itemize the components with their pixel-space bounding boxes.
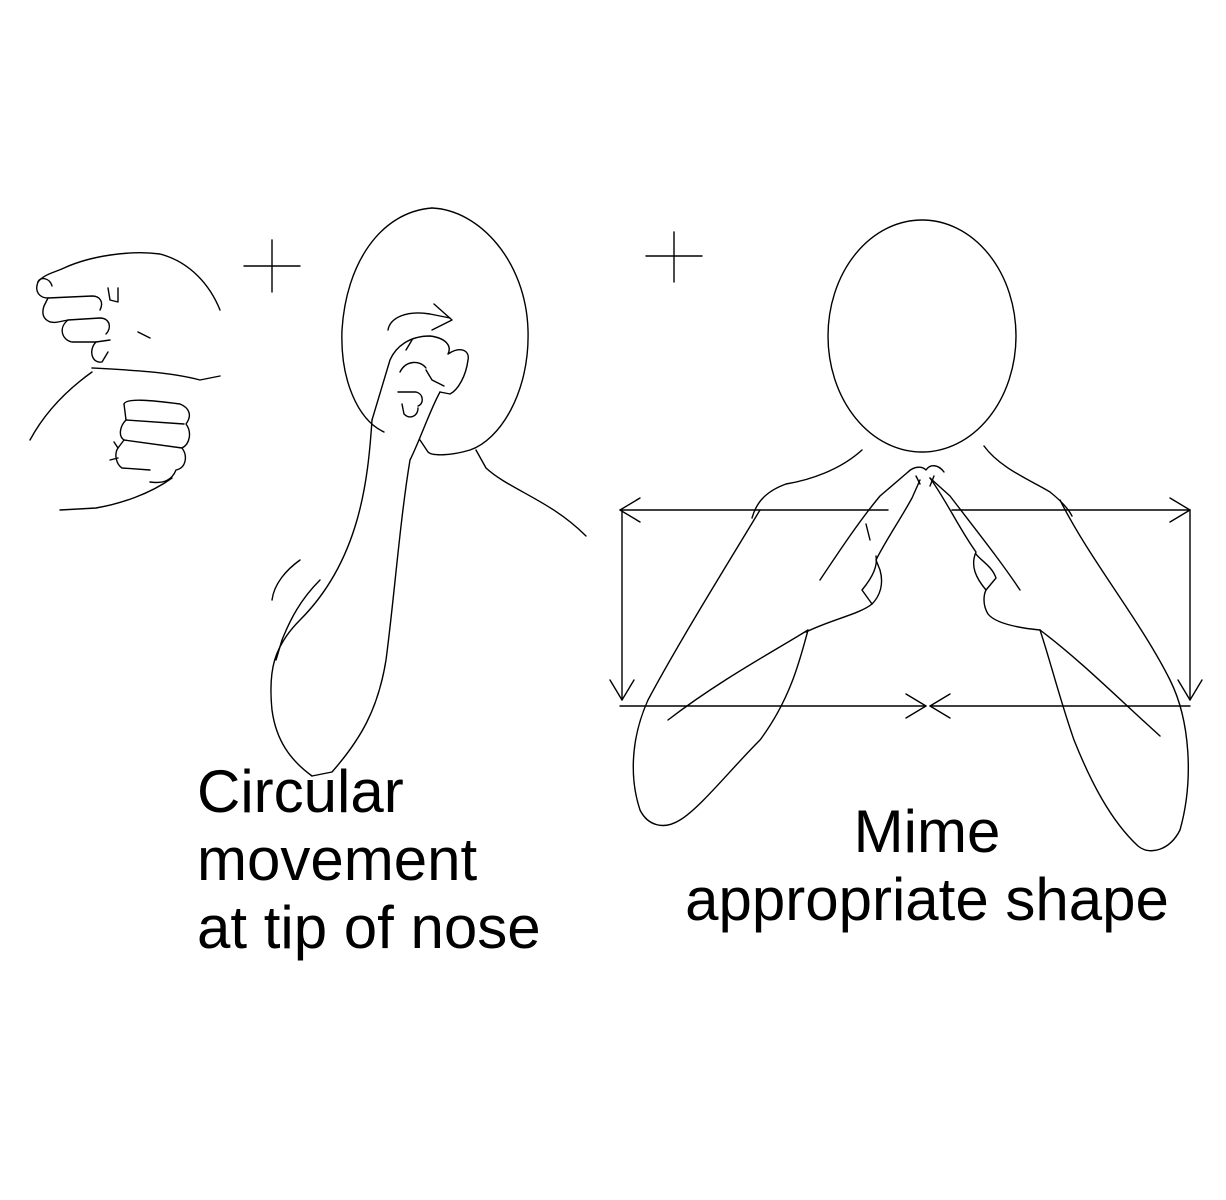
caption-right-line2: appropriate shape — [685, 866, 1169, 933]
right-arm — [1039, 499, 1189, 852]
upper-fist — [37, 252, 221, 311]
caption-circular-movement: Circular movement at tip of nose — [197, 758, 541, 962]
nose-sign-figure — [270, 207, 587, 777]
cross-marker-left — [243, 239, 301, 293]
upper-wrist — [91, 367, 221, 381]
forearm — [270, 419, 373, 777]
cross-marker-right — [645, 231, 703, 283]
caption-right-line1: Mime — [853, 798, 1001, 865]
left-arm — [632, 509, 809, 827]
head-outline — [419, 207, 529, 456]
head-outline-right — [827, 219, 1017, 453]
fist-at-nose — [371, 335, 469, 421]
mime-shape-figure — [609, 219, 1203, 852]
lower-fist — [29, 371, 93, 441]
caption-left-line2: movement — [197, 826, 478, 893]
caption-left-line1: Circular — [197, 758, 404, 825]
caption-mime-shape: Mime appropriate shape — [642, 798, 1212, 934]
motion-arrows — [609, 497, 1203, 719]
circular-arrow — [387, 312, 451, 331]
stacked-fists-figure — [29, 252, 221, 511]
caption-left-line3: at tip of nose — [197, 894, 541, 961]
